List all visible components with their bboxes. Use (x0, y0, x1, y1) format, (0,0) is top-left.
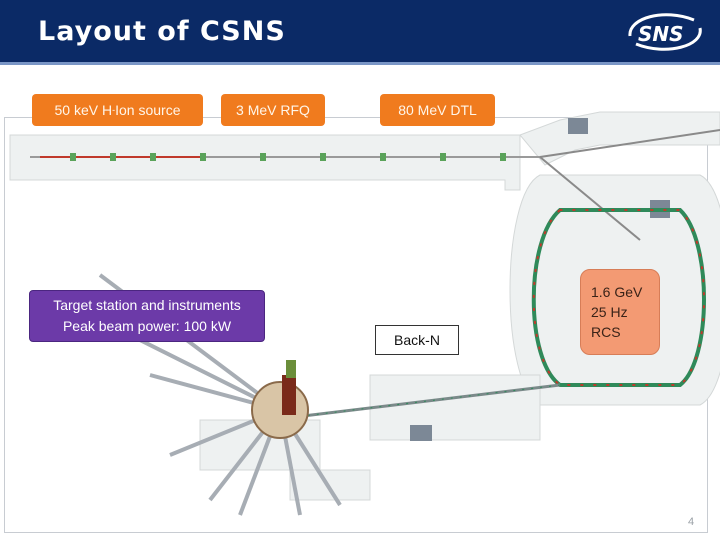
backn-label: Back-N (375, 325, 459, 355)
ion-source-text: 50 keV H (54, 102, 113, 118)
target-line2: Peak beam power: 100 kW (62, 318, 232, 334)
target-core (251, 360, 309, 439)
ion-source-label: 50 keV H- Ion source (32, 94, 203, 126)
rcs-ring (531, 208, 706, 387)
slide-header: Layout of CSNS SNS (0, 0, 720, 62)
target-line1: Target station and instruments (53, 297, 241, 313)
rcs-line3: RCS (591, 324, 621, 340)
rcs-line2: 25 Hz (591, 304, 628, 320)
ion-source-sup: - (112, 105, 116, 115)
header-edge (0, 62, 720, 65)
page-number: 4 (688, 516, 695, 528)
extraction-line (269, 383, 561, 441)
logo-text: SNS (638, 22, 684, 46)
linac-beamline (30, 153, 540, 161)
rfq-text: 3 MeV RFQ (236, 102, 310, 118)
dtl-label: 80 MeV DTL (380, 94, 495, 126)
rfq-label: 3 MeV RFQ (221, 94, 325, 126)
target-station-label: Target station and instruments Peak beam… (29, 290, 265, 342)
transport-line (539, 118, 720, 241)
sns-logo: SNS (628, 13, 702, 51)
rcs-label: 1.6 GeV 25 Hz RCS (580, 269, 660, 355)
slide-title: Layout of CSNS (38, 16, 286, 47)
dtl-text: 80 MeV DTL (398, 102, 477, 118)
ion-source-tail: Ion source (115, 102, 181, 118)
rcs-line1: 1.6 GeV (591, 284, 643, 300)
backn-text: Back-N (394, 332, 440, 348)
